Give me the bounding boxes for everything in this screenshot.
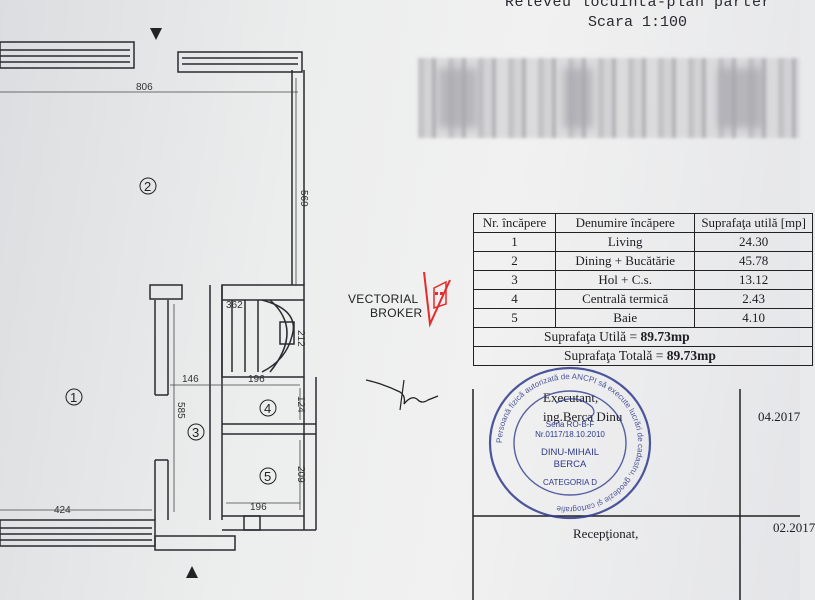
room-area-table: Nr. încăpere Denumire încăpere Suprafaţa…: [472, 213, 813, 366]
room-number-4: 4: [264, 401, 271, 416]
dim-room4-height: 124: [295, 396, 306, 413]
watermark-logo-icon: [423, 271, 451, 328]
table-row: 1 Living 24.30: [472, 232, 813, 252]
dim-hall-width: 146: [182, 374, 199, 385]
scale-label: Scara 1:100: [588, 14, 688, 31]
receptionat-label: Recepţionat,: [573, 526, 639, 541]
room-number-3: 3: [192, 425, 199, 440]
executant-date: 04.2017: [758, 409, 801, 424]
stamp-category: CATEGORIA D: [543, 478, 597, 487]
dim-room5-width: 196: [250, 502, 267, 513]
room-number-1: 1: [70, 390, 77, 405]
dim-top-width: 806: [136, 82, 153, 93]
table-row: 5 Baie 4.10: [472, 308, 813, 328]
watermark-line1: VECTORIAL: [348, 292, 419, 306]
dim-stair-height: 212: [295, 330, 306, 347]
header-area: Suprafaţa utilă [mp]: [694, 213, 813, 233]
dim-stair-width: 362: [226, 300, 243, 311]
stamp-outer-text: Persoană fizică autorizată de ANCPI să e…: [495, 372, 645, 514]
receptionat-date: 02.2017: [773, 520, 815, 535]
stamp-name2: BERCA: [554, 459, 587, 470]
table-header-row: Nr. încăpere Denumire încăpere Suprafaţa…: [472, 213, 813, 233]
dim-bottom-width: 424: [54, 505, 71, 516]
room-number-2: 2: [144, 179, 151, 194]
redacted-area: [418, 58, 800, 138]
svg-text:Persoană fizică autorizată de: Persoană fizică autorizată de ANCPI să e…: [495, 372, 645, 514]
signature-area: Executant, ing.Berca Dinu 04.2017 Recepţ…: [473, 389, 815, 600]
official-stamp: Persoană fizică autorizată de ANCPI să e…: [488, 366, 652, 520]
watermark-line2: BROKER: [370, 306, 423, 320]
stamp-series: Seria RO-B-F: [546, 420, 595, 429]
dim-left-height: 585: [175, 402, 186, 419]
dim-room4-width: 196: [248, 374, 265, 385]
stamp-number: Nr.0117/18.10.2010: [535, 430, 605, 439]
stamp-name1: DINU-MIHAIL: [541, 447, 599, 458]
table-row: 3 Hol + C.s. 13.12: [472, 270, 813, 290]
header-name: Denumire încăpere: [555, 213, 696, 233]
total-area-row: Suprafaţa Totală = 89.73mp: [473, 346, 813, 366]
page-title: Releveu locuinta-plan parter: [505, 0, 772, 11]
room-number-5: 5: [264, 469, 271, 484]
dim-room5-height: 209: [295, 466, 306, 483]
dim-right-height: 569: [298, 190, 309, 207]
executant-name: ing.Berca Dinu: [543, 409, 623, 424]
